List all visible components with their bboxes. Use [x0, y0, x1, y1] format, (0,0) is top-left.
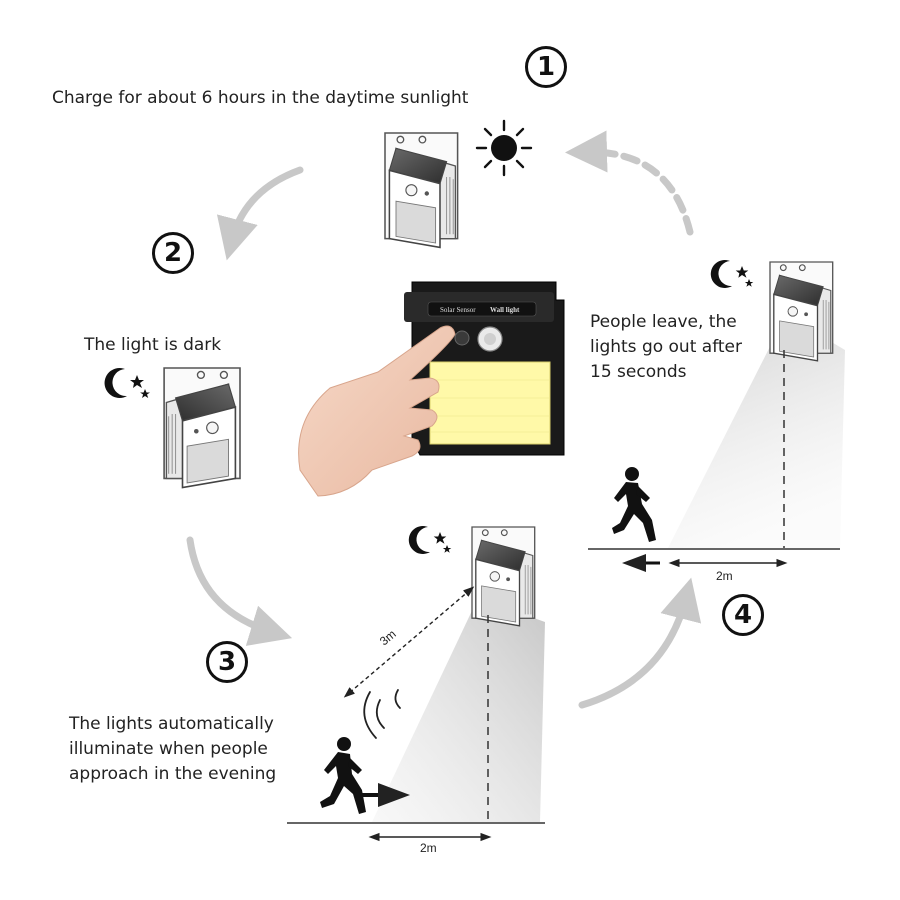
moon-stars-icon [104, 367, 150, 398]
step2-caption: The light is dark [84, 335, 222, 355]
step4-caption-line: 15 seconds [590, 362, 687, 382]
step-number-3: 3 [206, 641, 248, 683]
product-label-wall-light: Wall light [490, 306, 520, 314]
scene-step3: 3m 2m [287, 526, 545, 855]
step3-caption-line: illuminate when people [69, 739, 268, 759]
scene-step4: 2m [588, 261, 845, 583]
step1-caption: Charge for about 6 hours in the daytime … [52, 88, 469, 108]
arrow-step3-to-step4 [578, 577, 702, 709]
distance-step4-ground: 2m [716, 569, 733, 583]
step-number-4: 4 [722, 594, 764, 636]
step3-caption: The lights automatically illuminate when… [69, 712, 276, 787]
product-label-solar-sensor: Solar Sensor [440, 306, 476, 314]
step4-caption-line: lights go out after [590, 337, 742, 357]
distance-step3-ground: 2m [420, 841, 437, 855]
arrow-step4-to-step1 [565, 130, 694, 236]
step4-caption: People leave, the lights go out after 15… [590, 310, 742, 385]
moon-stars-icon [710, 259, 754, 288]
motion-waves-icon [363, 689, 401, 739]
light-unit-step2 [163, 367, 241, 489]
arrow-step1-to-step2 [216, 166, 304, 261]
step3-caption-line: approach in the evening [69, 764, 277, 784]
step-number-1: 1 [525, 46, 567, 88]
runner-icon [612, 467, 656, 542]
sun-icon [475, 119, 533, 177]
hand-icon [298, 325, 456, 497]
step3-caption-line: The lights automatically [69, 714, 274, 734]
step4-caption-line: People leave, the [590, 312, 737, 332]
arrow-step2-to-step3 [186, 536, 293, 646]
product-photo: Solar Sensor Wall light [298, 281, 565, 497]
distance-step3-diagonal: 3m [377, 627, 399, 648]
step-number-2: 2 [152, 232, 194, 274]
runner-icon [320, 737, 366, 814]
flow-arrows [186, 130, 702, 709]
light-unit-step1 [384, 132, 459, 249]
moon-stars-icon [408, 525, 452, 554]
